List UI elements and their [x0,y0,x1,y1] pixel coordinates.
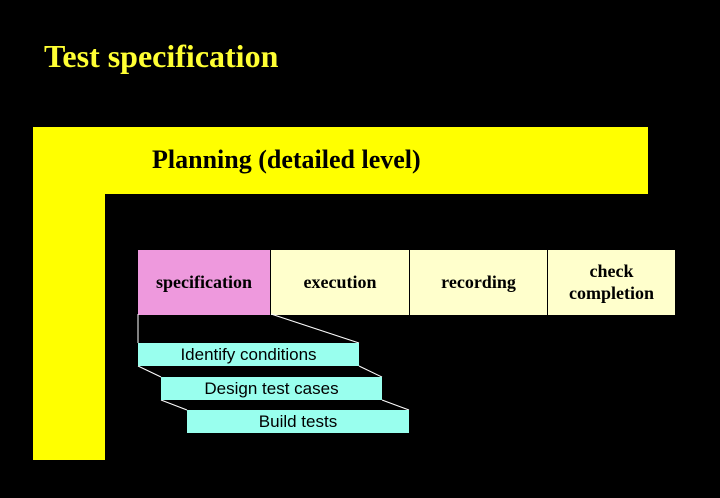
phase-specification: specification [138,250,271,315]
planning-label: Planning (detailed level) [152,145,421,174]
step-build-tests: Build tests [187,410,409,433]
step1-left-connector [137,365,162,378]
phase-check-completion: check completion [548,250,675,315]
phase-specification-label: specification [156,271,252,292]
phase-row: specification execution recording check … [138,249,675,315]
phase-recording-label: recording [441,271,516,292]
phase-execution: execution [271,250,410,315]
planning-band-top [33,127,648,194]
step2-left-connector [160,399,188,411]
spec-right-connector [270,313,360,344]
step2-right-connector [381,399,410,411]
step-design-test-cases: Design test cases [161,377,382,400]
phase-execution-label: execution [303,271,377,292]
planning-band-left [33,194,105,460]
phase-recording: recording [410,250,548,315]
step-identify-conditions: Identify conditions [138,343,359,366]
phase-check-completion-label: check completion [569,260,654,303]
slide-title: Test specification [44,38,279,74]
step1-right-connector [358,365,383,378]
